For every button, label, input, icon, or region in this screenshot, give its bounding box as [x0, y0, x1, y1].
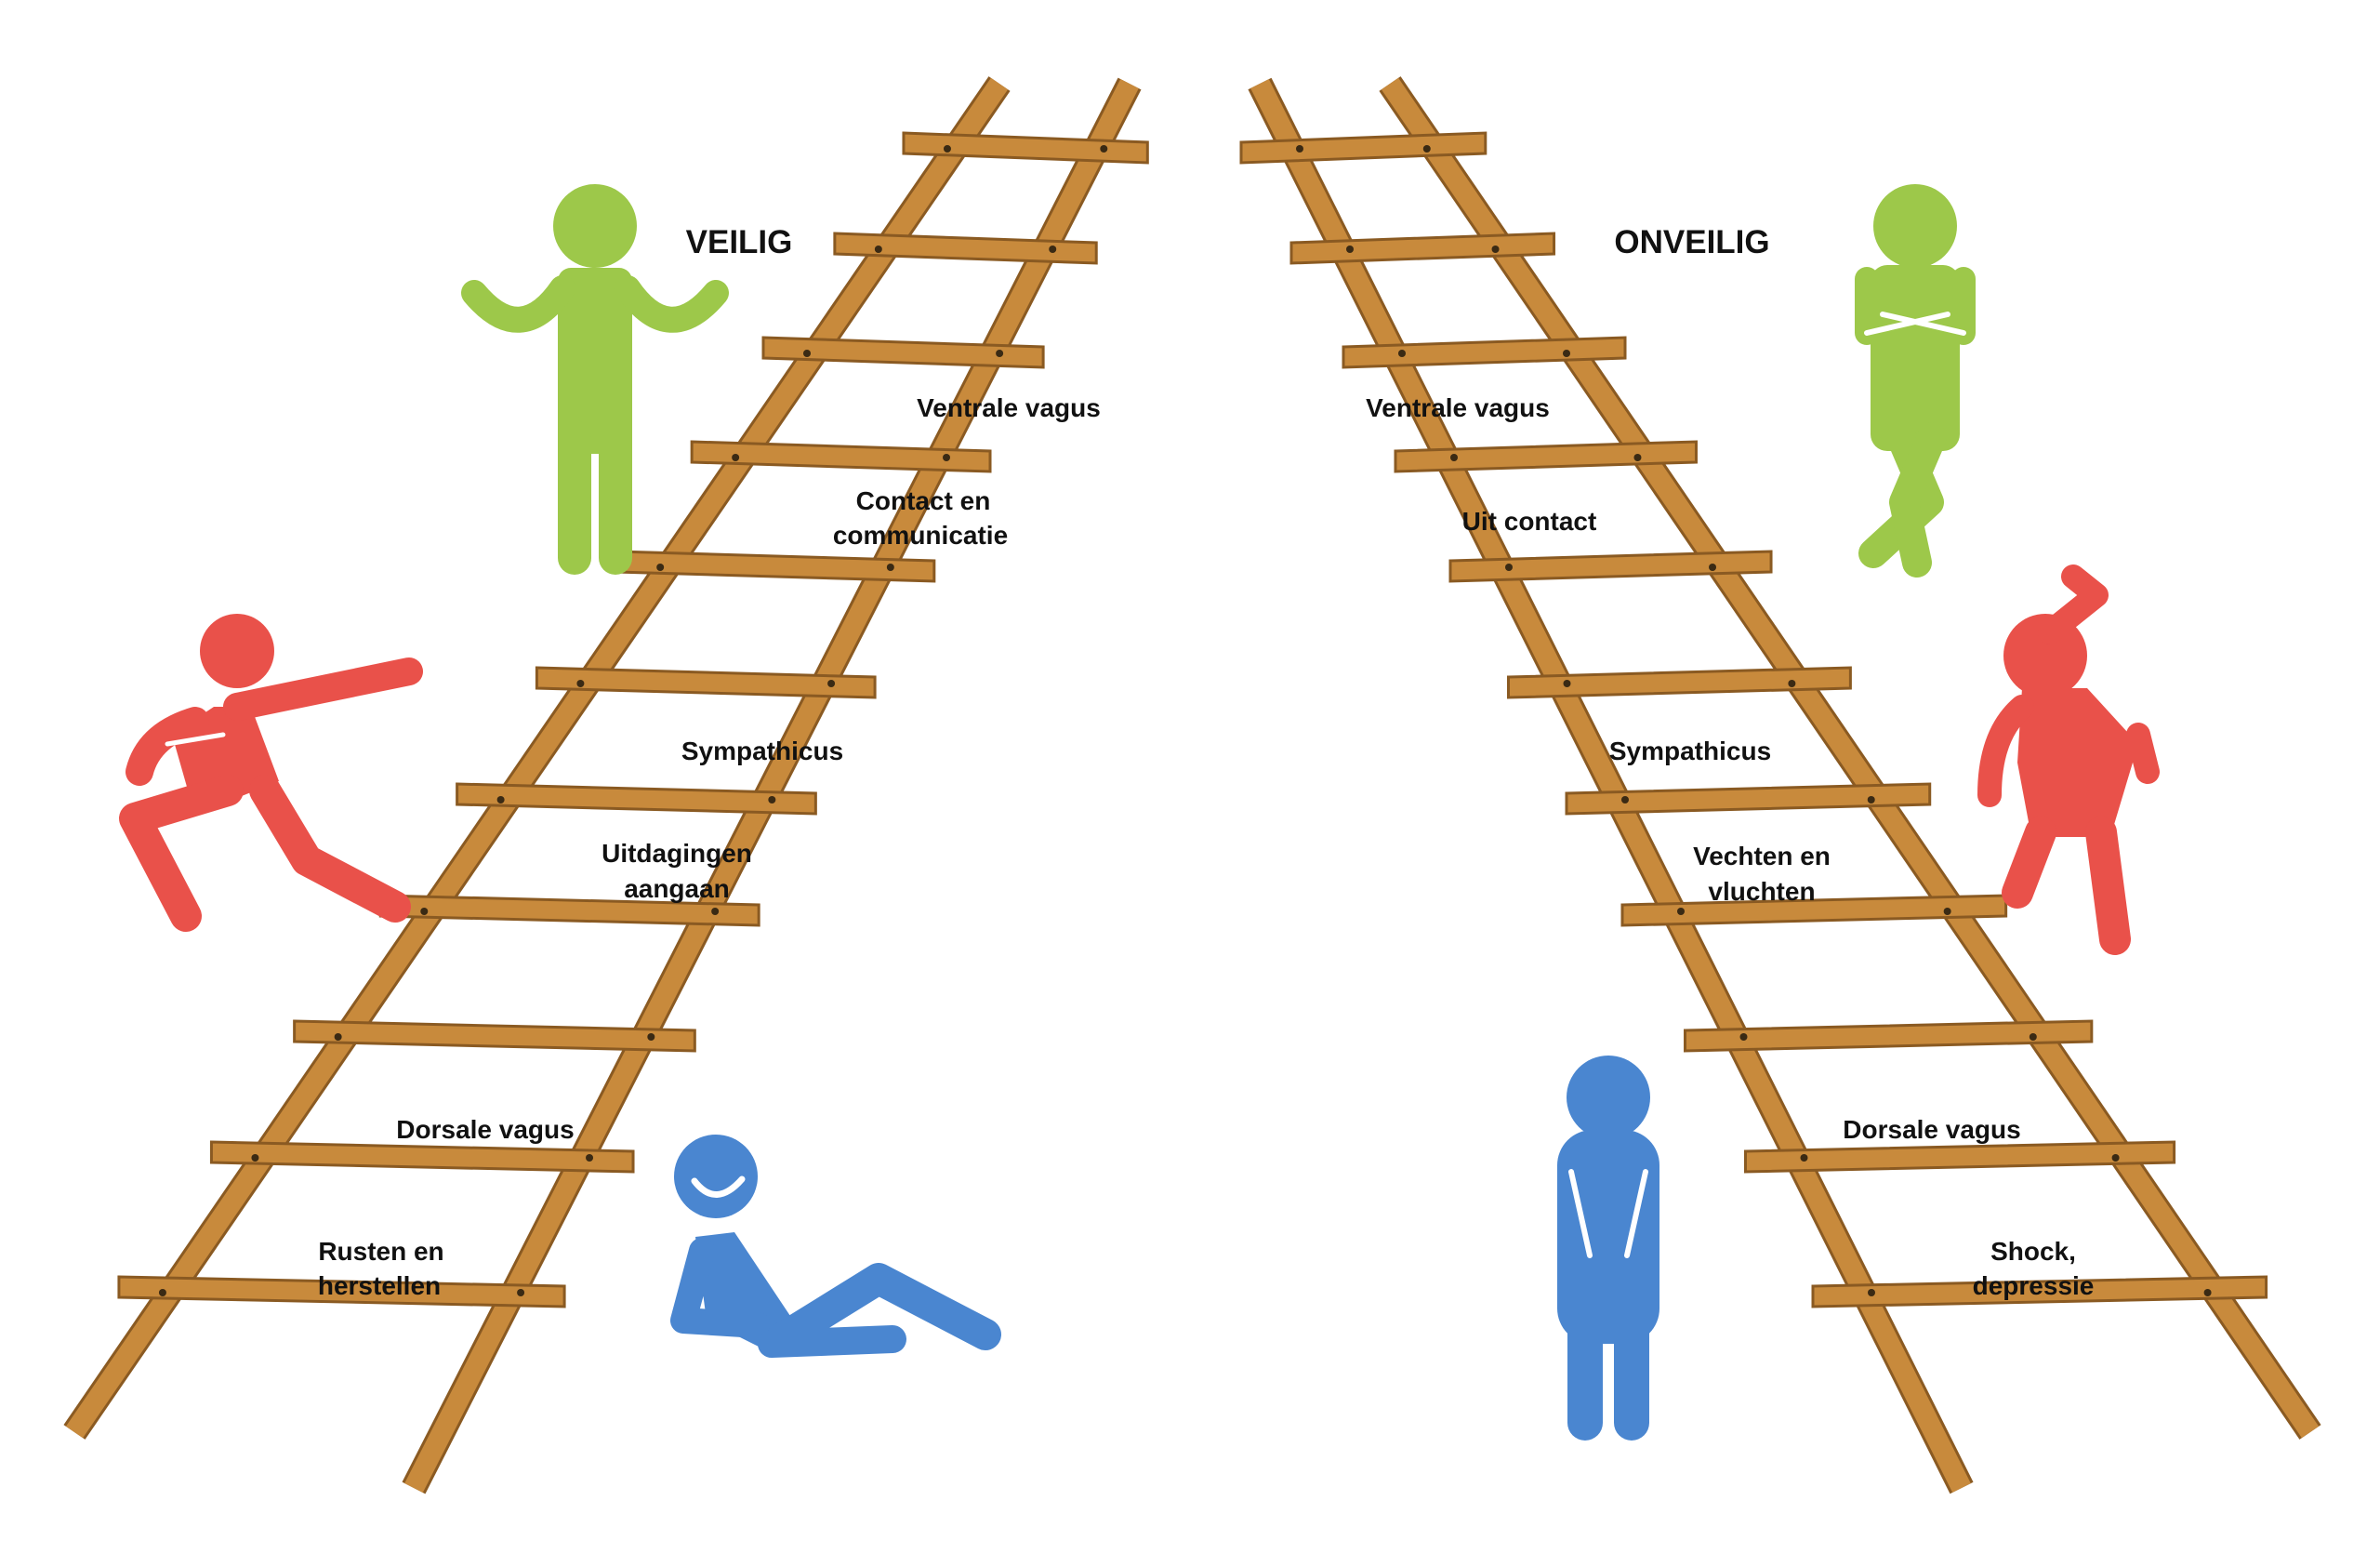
right-ladder-bolt [1633, 454, 1642, 461]
label-right-ventral-vagus: Ventrale vagus [1366, 393, 1550, 422]
left-ladder-bolt [251, 1154, 259, 1162]
right-ladder-rail-face-2 [1381, 77, 2320, 1439]
left-ladder-bolt [576, 680, 585, 687]
left-ladder-bolt [874, 246, 882, 253]
heading-safe: VEILIG [686, 224, 793, 260]
right-ladder-rung-11 [1811, 1275, 2268, 1308]
left-ladder-rung-1 [902, 131, 1149, 165]
right-ladder-bolt [1491, 246, 1500, 253]
label-left-dorsal-vagus: Dorsale vagus [396, 1115, 574, 1144]
left-ladder-rung-6 [535, 666, 877, 699]
heading-unsafe: ONVEILIG [1614, 224, 1769, 260]
left-ladder-bolt [1100, 145, 1108, 153]
right-ladder-rail-face-1 [1250, 79, 1971, 1493]
left-ladder-bolt [496, 796, 505, 803]
right-ladder-bolt [1563, 680, 1571, 687]
left-ladder-rung-10 [209, 1140, 635, 1174]
left-ladder-rung-9 [293, 1019, 696, 1053]
left-ladder-bolt [768, 796, 776, 803]
right-ladder-rung-8 [1620, 894, 2008, 927]
left-ladder-rung-2 [833, 232, 1098, 265]
label-left-ventral-vagus: Ventrale vagus [917, 393, 1101, 422]
right-ladder-rung-7 [1565, 782, 1932, 816]
left-ladder-bolt [943, 145, 951, 153]
right-ladder-bolt [1709, 564, 1717, 571]
left-ladder-bolt [647, 1033, 655, 1041]
left-ladder-rung-3 [761, 336, 1045, 369]
right-ladder-bolt [2203, 1289, 2212, 1296]
right-ladder-bolt [1621, 796, 1629, 803]
right-ladder-bolt [1867, 796, 1875, 803]
right-ladder-bolt [1868, 1289, 1875, 1296]
left-ladder-bolt [711, 908, 720, 915]
right-ladder-bolt [1563, 350, 1570, 357]
left-ladder-bolt [517, 1289, 525, 1296]
left-ladder-bolt [803, 350, 811, 357]
right-ladder-rung-1 [1239, 131, 1488, 165]
left-ladder-rung-4 [690, 440, 992, 473]
right-ladder-rung-9 [1684, 1019, 2094, 1053]
right-ladder-bolt [2111, 1154, 2120, 1162]
right-ladder-bolt [1800, 1154, 1808, 1162]
left-ladder [63, 76, 1149, 1494]
left-ladder-bolt [827, 680, 836, 687]
label-right-fight-line1: Vechten en [1693, 842, 1831, 870]
right-ladder-bolt [1398, 350, 1406, 357]
label-left-challenge-line1: Uitdagingen [602, 839, 752, 868]
label-left-rest-line1: Rusten en [318, 1237, 443, 1266]
right-ladder-bolt [1677, 908, 1685, 915]
right-ladder-rung-2 [1289, 232, 1556, 265]
label-left-contact-line1: Contact en [856, 486, 991, 515]
label-right-fight-line2: vluchten [1708, 877, 1815, 906]
label-right-shock-line1: Shock, [1990, 1237, 2076, 1266]
left-ladder-bolt [886, 564, 894, 571]
red-figure-lunging [119, 614, 423, 932]
left-ladder-bolt [158, 1289, 166, 1296]
left-ladder-rail-face-2 [65, 77, 1009, 1439]
right-ladder-bolt [1739, 1033, 1748, 1041]
green-figure-shrugging [461, 184, 729, 575]
right-ladder-bolt [1788, 680, 1796, 687]
label-right-out-of-contact: Uit contact [1462, 507, 1597, 536]
right-ladder-bolt [1296, 145, 1303, 153]
left-ladder-bolt [732, 454, 740, 461]
left-ladder-rung-11 [117, 1275, 566, 1308]
left-ladder-bolt [656, 564, 665, 571]
right-ladder-rung-5 [1448, 550, 1773, 583]
label-left-sympathetic: Sympathicus [681, 737, 843, 765]
right-ladder-rung-4 [1394, 440, 1698, 473]
left-ladder-bolt [334, 1033, 342, 1041]
label-left-contact-line2: communicatie [833, 521, 1008, 550]
right-ladder [1239, 76, 2321, 1494]
right-ladder-bolt [1505, 564, 1513, 571]
right-ladder-bolt [2029, 1033, 2037, 1041]
right-ladder-rung-3 [1342, 336, 1627, 369]
right-ladder-bolt [1943, 908, 1951, 915]
left-ladder-bolt [996, 350, 1004, 357]
left-ladder-bolt [1049, 246, 1057, 253]
left-ladder-bolt [420, 908, 429, 915]
right-ladder-rung-6 [1507, 666, 1852, 699]
red-figure-agitated [1977, 564, 2160, 955]
blue-figure-head-bowed [1557, 1056, 1659, 1441]
left-ladder-bolt [943, 454, 951, 461]
left-ladder-rail-face-1 [404, 79, 1139, 1493]
label-right-shock-line2: depressie [1973, 1271, 2095, 1300]
right-ladder-bolt [1450, 454, 1458, 461]
label-right-sympathetic: Sympathicus [1609, 737, 1771, 765]
right-ladder-rung-10 [1744, 1140, 2176, 1174]
right-ladder-bolt [1346, 246, 1354, 253]
label-left-rest-line2: herstellen [318, 1271, 441, 1300]
label-right-dorsal-vagus: Dorsale vagus [1843, 1115, 2020, 1144]
right-ladder-bolt [1422, 145, 1431, 153]
left-ladder-rung-7 [456, 782, 817, 816]
left-ladder-bolt [586, 1154, 594, 1162]
label-left-challenge-line2: aangaan [624, 874, 730, 903]
blue-figure-reclining [670, 1135, 1001, 1358]
green-figure-arms-crossed [1855, 184, 1976, 578]
